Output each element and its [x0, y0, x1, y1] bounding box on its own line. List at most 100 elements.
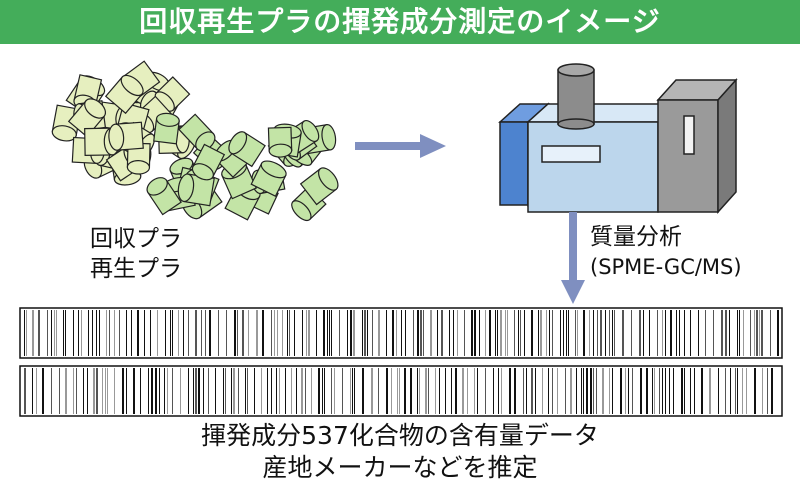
barcode-line	[267, 368, 268, 414]
barcode-line	[514, 310, 515, 356]
barcode-line	[725, 310, 727, 356]
pellet-icon	[67, 98, 107, 138]
barcode-line	[523, 368, 524, 414]
barcode-line	[423, 310, 424, 356]
barcode-line	[552, 310, 553, 356]
barcode-line	[308, 310, 310, 356]
barcode-line	[247, 368, 248, 414]
barcode-line	[509, 368, 511, 414]
barcode-line	[659, 368, 660, 414]
barcode-line	[518, 310, 519, 356]
barcode-line	[462, 368, 464, 414]
barcode-line	[106, 310, 107, 356]
barcode-line	[26, 310, 27, 356]
barcode-line	[417, 310, 419, 356]
barcode-line	[318, 368, 320, 414]
barcode-line	[226, 310, 227, 356]
barcode-line	[593, 310, 594, 356]
barcode-line	[614, 310, 615, 356]
barcode-line	[245, 368, 246, 414]
barcode-line	[401, 310, 402, 356]
barcode-line	[342, 368, 343, 414]
barcode-line	[777, 310, 779, 356]
barcode-line	[51, 310, 52, 356]
barcode-line	[180, 368, 181, 414]
barcode-line	[170, 310, 171, 356]
barcode-line	[771, 368, 773, 414]
barcode-line	[657, 310, 658, 356]
barcode-line	[524, 310, 525, 356]
barcode-line	[137, 310, 139, 356]
barcode-line	[474, 310, 476, 356]
barcode-line	[92, 310, 93, 356]
barcode-line	[557, 368, 558, 414]
barcode-line	[378, 310, 380, 356]
barcode-line	[602, 368, 604, 414]
barcode-line	[694, 368, 695, 414]
barcode-line	[38, 310, 40, 356]
barcode-line	[294, 310, 295, 356]
barcode-line	[172, 368, 173, 414]
barcode-line	[195, 368, 197, 414]
barcode-line	[131, 310, 132, 356]
barcode-line	[563, 310, 564, 356]
barcode-line	[133, 368, 135, 414]
barcode-line	[248, 310, 249, 356]
barcode-line	[589, 310, 590, 356]
barcode-line	[581, 368, 582, 414]
barcode-line	[590, 368, 592, 414]
barcode-line	[331, 310, 332, 356]
barcode-line	[531, 310, 533, 356]
barcode-line	[485, 310, 486, 356]
barcode-line	[575, 310, 576, 356]
barcode-line	[665, 368, 666, 414]
barcode-line	[739, 310, 740, 356]
barcode-line	[334, 368, 335, 414]
barcode-line	[419, 368, 420, 414]
barcode-line	[489, 310, 491, 356]
barcode-line	[215, 368, 216, 414]
barcode-line	[208, 368, 209, 414]
barcode-line	[24, 368, 26, 414]
barcode-line	[441, 310, 443, 356]
barcode-line	[670, 310, 672, 356]
barcode-line	[56, 310, 57, 356]
barcode-line	[256, 310, 258, 356]
barcode-line	[754, 310, 755, 356]
barcode-line	[612, 368, 613, 414]
barcode-line	[167, 368, 168, 414]
barcode-line	[620, 368, 622, 414]
barcode-line	[47, 310, 48, 356]
barcode-line	[362, 368, 364, 414]
barcode-line	[218, 310, 219, 356]
barcode-line	[73, 310, 74, 356]
barcode-line	[305, 368, 306, 414]
barcode-bottom	[19, 365, 783, 417]
barcode-line	[652, 368, 653, 414]
barcode-line	[742, 368, 743, 414]
barcode-top	[19, 307, 783, 359]
barcode-line	[188, 368, 189, 414]
barcode-line	[271, 310, 272, 356]
barcode-line	[684, 368, 685, 414]
barcode-line	[155, 368, 157, 414]
mass-spectrometer-icon	[498, 63, 738, 214]
barcode-line	[291, 368, 292, 414]
barcode-line	[560, 310, 561, 356]
barcode-line	[709, 368, 711, 414]
barcode-line	[24, 310, 25, 356]
barcode-line	[770, 310, 771, 356]
barcode-line	[237, 310, 238, 356]
barcode-line	[679, 310, 680, 356]
barcode-line	[96, 368, 98, 414]
pellets-label: 回収プラ 再生プラ	[90, 224, 240, 284]
barcode-line	[109, 310, 110, 356]
barcode-line	[743, 310, 744, 356]
barcode-line	[701, 368, 703, 414]
barcode-line	[54, 310, 55, 356]
barcode-line	[352, 368, 353, 414]
barcode-line	[673, 368, 674, 414]
barcode-line	[501, 368, 502, 414]
barcode-line	[144, 310, 145, 356]
barcode-line	[76, 368, 77, 414]
